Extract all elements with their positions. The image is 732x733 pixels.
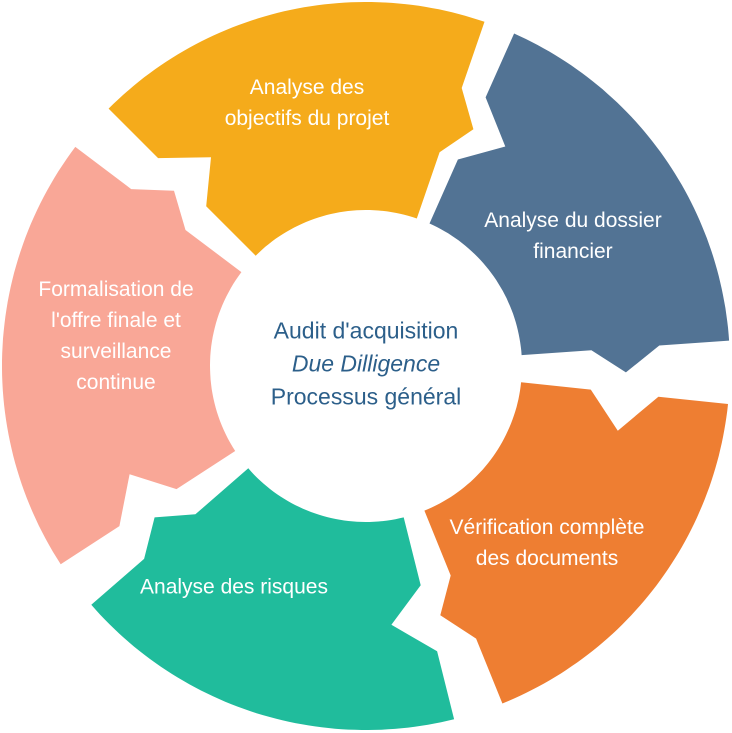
segment-financier bbox=[429, 33, 730, 373]
label-line: continue bbox=[76, 371, 156, 394]
segment-label-formalisation: Formalisation de l'offre finale et surve… bbox=[38, 274, 193, 398]
segment-label-objectifs: Analyse des objectifs du projet bbox=[225, 72, 390, 134]
segment-documents bbox=[424, 382, 728, 704]
segment-formalisation bbox=[2, 146, 242, 565]
center-line-2: Due Dilligence bbox=[291, 350, 441, 377]
label-line: Formalisation de bbox=[38, 278, 194, 301]
center-line-3: Processus général bbox=[270, 383, 462, 410]
label-line: objectifs du projet bbox=[224, 107, 390, 130]
segment-label-risques: Analyse des risques bbox=[140, 572, 328, 603]
label-line: Analyse des risques bbox=[140, 575, 328, 599]
label-line: l'offre finale et bbox=[51, 309, 181, 332]
label-line: des documents bbox=[475, 547, 619, 570]
label-line: Vérification complète bbox=[449, 516, 645, 539]
center-title: Audit d'acquisition Due Dilligence Proce… bbox=[271, 315, 462, 414]
segment-label-documents: Vérification complète des documents bbox=[450, 512, 645, 574]
label-line: financier bbox=[533, 240, 613, 263]
label-line: Analyse des bbox=[249, 76, 365, 99]
segment-label-financier: Analyse du dossier financier bbox=[484, 205, 661, 267]
center-line-1: Audit d'acquisition bbox=[273, 317, 459, 344]
segment-objectifs bbox=[108, 2, 485, 256]
label-line: Analyse du dossier bbox=[484, 209, 662, 232]
segment-risques bbox=[91, 468, 455, 730]
label-line: surveillance bbox=[60, 340, 172, 363]
